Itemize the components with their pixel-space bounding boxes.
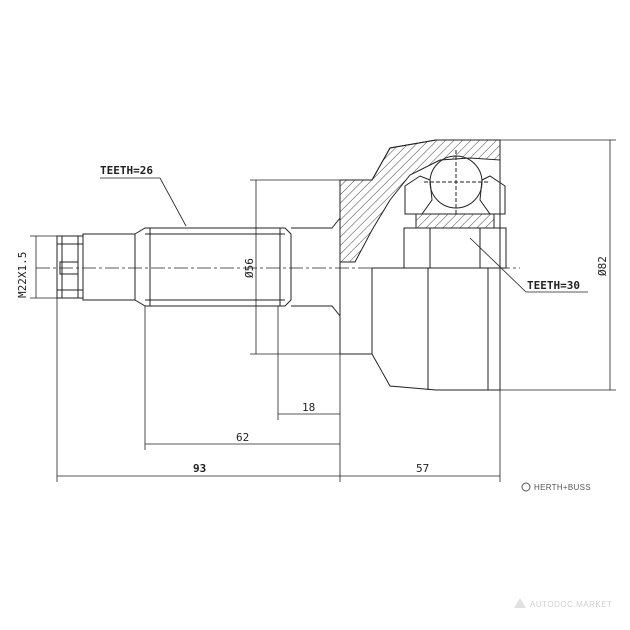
outer-housing [339,139,501,391]
dim-93-57 [56,298,501,482]
watermark-text: AUTODOC.MARKET [530,600,612,609]
teeth-inner-leader [469,237,527,293]
splined-shaft [134,227,292,307]
brand-name: HERTH+BUSS [534,483,591,492]
dim-57-label: 57 [416,462,429,475]
dia-outer-label: Ø82 [596,256,609,276]
housing-section-hatch [339,139,501,263]
dim-18 [277,306,341,420]
inner-race-and-cage [403,150,507,269]
dim-62 [144,306,341,450]
teeth-inner-label: TEETH=30 [527,279,580,292]
dim-18-label: 18 [302,401,315,414]
dim-62-label: 62 [236,431,249,444]
dim-93-label: 93 [193,462,206,475]
threaded-nut-end [56,233,136,301]
brand-logo: HERTH+BUSS [521,482,591,492]
watermark: AUTODOC.MARKET [514,598,612,609]
dim-diameter-56 [250,179,340,355]
teeth-shaft-label: TEETH=26 [100,164,153,177]
thread-label: M22X1.5 [16,252,29,298]
dim-diameter-82 [500,139,616,391]
teeth-shaft-leader-arrow [159,177,187,227]
dim-thread [30,235,57,299]
dia-shaft-label: Ø56 [243,258,256,278]
housing-neck [291,180,341,354]
